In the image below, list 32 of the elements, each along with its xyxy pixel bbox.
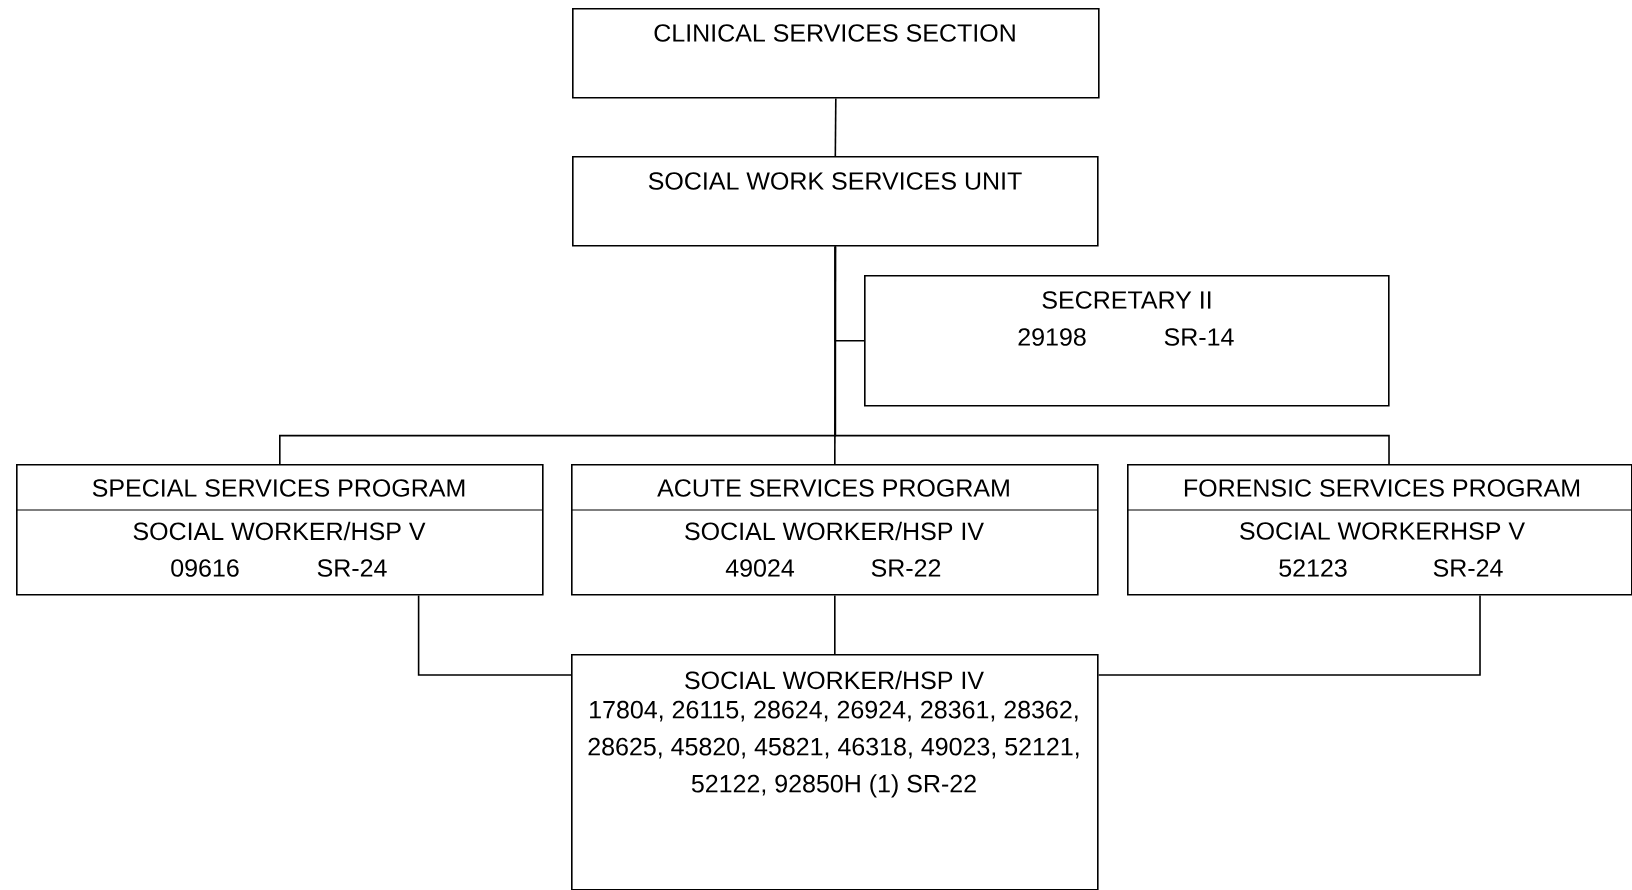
box-label: SOCIAL WORKER/HSP V <box>133 521 426 541</box>
connector-line <box>834 245 1390 465</box>
box-label: SOCIAL WORKER/HSP IV <box>685 670 984 690</box>
box-label: SR-24 <box>317 559 387 577</box>
connector-line <box>1097 594 1481 676</box>
org-box <box>571 464 1099 596</box>
org-box <box>16 464 544 596</box>
box-label: FORENSIC SERVICES PROGRAM <box>1184 479 1580 497</box>
org-box <box>1127 464 1632 596</box>
box-label: 29198 <box>1018 328 1086 346</box>
box-label: SR-24 <box>1433 559 1503 577</box>
box-label: SOCIAL WORK SERVICES UNIT <box>648 172 1022 190</box>
org-box <box>864 275 1390 407</box>
connector-line <box>834 245 837 465</box>
connector-line <box>834 97 837 157</box>
box-label: SR-22 <box>871 559 941 577</box>
org-box <box>571 654 1099 890</box>
box-label: SOCIAL WORKERHSP V <box>1240 522 1525 540</box>
box-label: SPECIAL SERVICES PROGRAM <box>92 479 465 497</box>
box-label: ACUTE SERVICES PROGRAM <box>657 479 1009 497</box>
box-label: SR-14 <box>1164 328 1234 346</box>
box-label: CLINICAL SERVICES SECTION <box>654 24 1015 42</box>
box-label: 52123 <box>1279 559 1347 577</box>
connector-line <box>417 594 572 676</box>
box-label: 49024 <box>725 559 795 577</box>
box-label: 17804, 26115, 28624, 26924, 28361, 28362, 28625, 45820, 45821, 46318, 49023, 52121, 52122, 92850H (1) SR-22 <box>588 700 1079 798</box>
org-box <box>572 156 1099 247</box>
box-label: SOCIAL WORKER/HSP IV <box>685 521 984 541</box>
box-label: SECRETARY II <box>1042 291 1211 309</box>
box-label: 09616 <box>171 559 239 577</box>
connector-line <box>834 594 836 655</box>
org-box <box>572 8 1100 99</box>
